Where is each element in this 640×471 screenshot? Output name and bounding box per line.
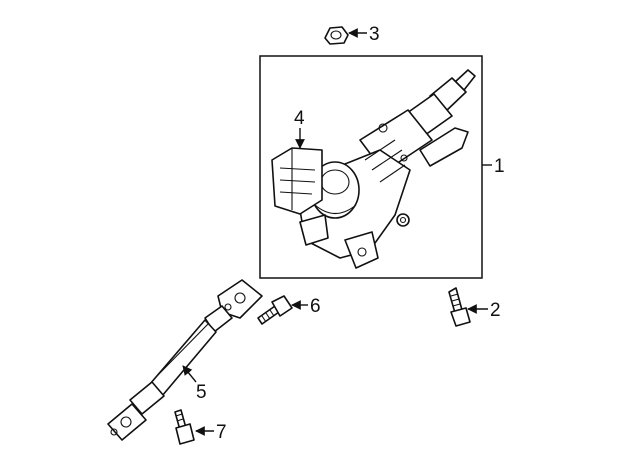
steering-column-assembly (299, 69, 476, 269)
nut (324, 26, 349, 45)
callout-4: 4 (294, 108, 305, 129)
callout-7: 7 (216, 422, 227, 443)
bolt-2 (448, 287, 471, 327)
bolt-7 (174, 409, 195, 445)
callout-5: 5 (196, 382, 207, 403)
callout-1: 1 (494, 156, 505, 177)
callout-6: 6 (310, 296, 321, 317)
bolt-6 (257, 295, 293, 325)
leader-5 (182, 365, 197, 383)
intermediate-shaft (107, 279, 263, 441)
assembly-frame (259, 55, 483, 279)
callout-3: 3 (369, 24, 380, 45)
control-module (271, 147, 323, 215)
callout-2: 2 (490, 300, 501, 321)
